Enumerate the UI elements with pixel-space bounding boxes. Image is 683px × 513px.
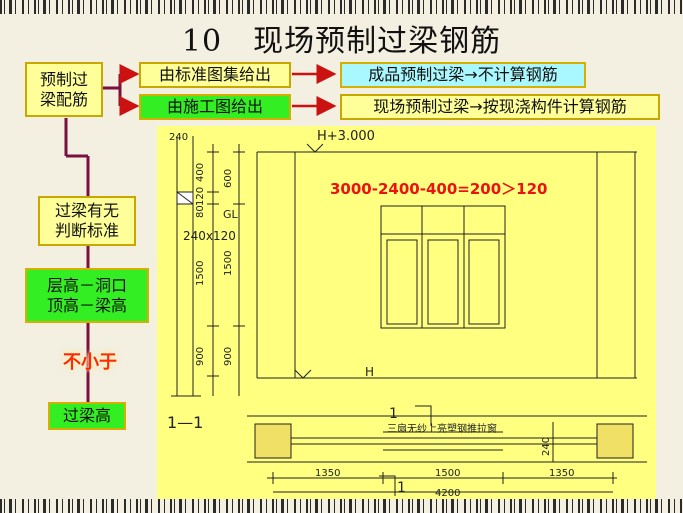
section-mark-plan: 1 <box>397 480 406 496</box>
judge-criteria-box: 过梁有无 判断标准 <box>38 196 136 246</box>
dim-right-1500: 1500 <box>223 251 234 276</box>
branch-result-site-precast: 现场预制过梁→按现浇构件计算钢筋 <box>340 94 660 120</box>
formula-box: 层高－洞口 顶高－梁高 <box>25 268 149 323</box>
dim-left-120: 120 <box>195 187 206 206</box>
beam-label: GL <box>223 208 239 221</box>
plan-dim-middle: 1500 <box>435 468 460 479</box>
branch-source-label: 由标准图集给出 <box>158 65 271 84</box>
root-box-label: 预制过 梁配筋 <box>39 69 88 109</box>
elevation-and-plan-drawing: 240 H+3.000 H GL 240x120 400 120 80 1500… <box>167 129 647 499</box>
dim-right-900: 900 <box>223 347 234 366</box>
dim-left-900: 900 <box>195 347 206 366</box>
branch-source-construction-drawing: 由施工图给出 <box>139 94 291 120</box>
branch-result-label: 成品预制过梁→不计算钢筋 <box>368 65 558 84</box>
level-top-label: H+3.000 <box>317 129 375 144</box>
plan-dim-right: 1350 <box>549 468 574 479</box>
not-less-than-label: 不小于 <box>63 352 117 373</box>
plan-total: 4200 <box>435 488 460 499</box>
beam-size-label: 240x120 <box>183 229 236 243</box>
section-mark: 1 <box>389 406 398 422</box>
window-note: 三扇无纱上亮塑钢推拉窗 <box>387 422 497 435</box>
beam-height-box: 过梁高 <box>48 402 126 430</box>
branch-result-finished-precast: 成品预制过梁→不计算钢筋 <box>340 62 586 88</box>
dim-left-400: 400 <box>195 163 206 182</box>
plan-dim-left: 1350 <box>315 468 340 479</box>
plan-side-dim: 240 <box>541 437 552 456</box>
judge-criteria-label: 过梁有无 判断标准 <box>54 201 119 240</box>
section-label: 1—1 <box>167 413 203 432</box>
wall-width-label: 240 <box>169 132 188 143</box>
decorative-barcode-strip-bottom <box>0 499 683 513</box>
branch-source-label: 由施工图给出 <box>166 97 263 116</box>
dim-right-600: 600 <box>223 169 234 188</box>
page-title: 10 现场预制过梁钢筋 <box>181 24 502 59</box>
calculation-equation: 3000-2400-400=200＞120 <box>330 180 548 198</box>
construction-drawing-panel: 240 H+3.000 H GL 240x120 400 120 80 1500… <box>157 126 656 499</box>
dim-left-1500: 1500 <box>195 261 206 286</box>
dim-left-80: 80 <box>195 205 206 218</box>
branch-result-label: 现场预制过梁→按现浇构件计算钢筋 <box>373 97 627 116</box>
level-bottom-label: H <box>365 365 374 379</box>
branch-source-standard-atlas: 由标准图集给出 <box>139 62 291 88</box>
formula-label: 层高－洞口 顶高－梁高 <box>46 275 127 315</box>
beam-height-label: 过梁高 <box>62 406 111 425</box>
decorative-barcode-strip-top <box>0 0 683 14</box>
root-box-precast-lintel-rebar: 预制过 梁配筋 <box>25 62 103 117</box>
